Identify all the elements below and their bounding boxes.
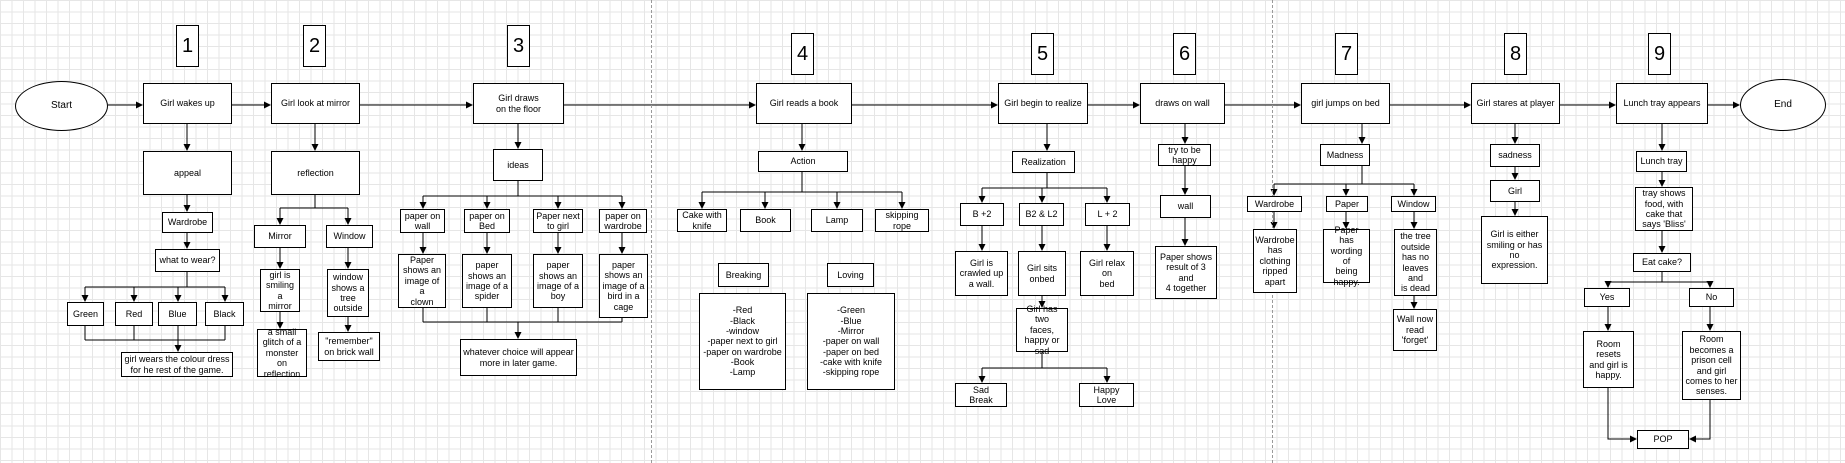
window-detail: window shows a tree outside (327, 269, 369, 317)
room-prison-cell: Room becomes a prison cell and girl come… (1682, 331, 1741, 400)
option-blue: Blue (158, 302, 197, 326)
sadness-box: sadness (1490, 144, 1540, 167)
boy-drawing: paper shows an image of a boy (533, 254, 583, 308)
girl-sits-onbed: Girl sits onbed (1018, 251, 1066, 296)
girl-expression: Girl is either smiling or has no express… (1481, 216, 1548, 284)
girl-crawled-wall: Girl is crawled up a wall. (955, 251, 1008, 296)
try-to-be-happy: try to be happy (1158, 144, 1211, 166)
step-6-draws-on-wall: draws on wall (1140, 83, 1225, 124)
mirror-box: Mirror (254, 225, 306, 248)
section-divider (651, 0, 652, 463)
paper-result: Paper shows result of 3 and 4 together (1155, 246, 1217, 299)
step-1-girl-wakes-up: Girl wakes up (143, 83, 232, 124)
cake-with-knife: Cake with knife (677, 209, 727, 232)
girl-two-faces: Girl has two faces, happy or sad (1016, 304, 1068, 356)
breaking-box: Breaking (718, 263, 769, 287)
realization-box: Realization (1012, 151, 1075, 173)
girl-box: Girl (1490, 180, 1540, 202)
dead-tree: the tree outside has no leaves and is de… (1394, 229, 1437, 296)
option-b-plus-2: B +2 (960, 203, 1004, 226)
sad-break: Sad Break (955, 383, 1007, 407)
step-9-lunch-tray-appears: Lunch tray appears (1616, 83, 1708, 124)
step-number-1: 1 (176, 25, 199, 67)
window-option: Window (1391, 196, 1436, 212)
action-box: Action (758, 151, 848, 172)
start-node: Start (15, 81, 108, 131)
step-number-7: 7 (1335, 33, 1358, 75)
yes-option: Yes (1584, 288, 1630, 307)
step-number-3: 3 (507, 25, 530, 67)
paper-option: Paper (1326, 196, 1368, 212)
skipping-rope: skipping rope (875, 209, 929, 232)
step-number-8: 8 (1504, 33, 1527, 75)
option-black: Black (205, 302, 244, 326)
tray-shows-bliss-cake: tray shows food, with cake that says 'Bl… (1635, 187, 1693, 231)
option-l-plus-2: L + 2 (1085, 203, 1130, 226)
appeal-box: appeal (143, 151, 232, 195)
girl-relax-bed: Girl relax on bed (1080, 251, 1134, 296)
step-number-2: 2 (303, 25, 326, 67)
wardrobe-ripped: Wardrobe has clothing ripped apart (1253, 229, 1297, 293)
step-2-girl-look-at-mirror: Girl look at mirror (271, 83, 360, 124)
wardrobe-option: Wardrobe (1247, 196, 1302, 212)
lunch-tray-box: Lunch tray (1636, 151, 1687, 172)
book-option: Book (740, 209, 791, 232)
wall-forget: Wall now read 'forget' (1393, 309, 1437, 351)
paper-on-bed: paper on Bed (464, 209, 510, 233)
step-number-9: 9 (1648, 33, 1671, 75)
option-green: Green (67, 302, 104, 326)
colour-dress-result: girl wears the colour dress for he rest … (121, 352, 233, 377)
end-node: End (1740, 79, 1826, 131)
step-number-6: 6 (1173, 33, 1196, 75)
lamp-option: Lamp (811, 209, 863, 232)
loving-box: Loving (827, 263, 874, 287)
wall-box: wall (1160, 195, 1211, 218)
step-8-girl-stares-at-player: Girl stares at player (1471, 83, 1560, 124)
option-b2-and-l2: B2 & L2 (1019, 203, 1064, 226)
paper-on-wardrobe: paper on wardrobe (599, 209, 647, 233)
clown-drawing: Paper shows an image of a clown (398, 254, 446, 308)
step-7-girl-jumps-on-bed: girl jumps on bed (1301, 83, 1390, 124)
mirror-glitch: a small glitch of a monster on reflectio… (257, 327, 307, 379)
pop-box: POP (1637, 430, 1689, 449)
breaking-list: -Red -Black -window -paper next to girl … (699, 293, 786, 390)
what-to-wear-box: what to wear? (155, 249, 220, 272)
wardrobe-box: Wardrobe (162, 212, 213, 233)
room-resets: Room resets and girl is happy. (1583, 331, 1634, 388)
step-4-girl-reads-book: Girl reads a book (756, 83, 852, 124)
step-5-girl-begin-to-realize: Girl begin to realize (998, 83, 1088, 124)
reflection-box: reflection (271, 151, 360, 195)
later-game-result: whatever choice will appear more in late… (460, 339, 577, 376)
window-box: Window (326, 225, 373, 248)
paper-next-to-girl: Paper next to girl (533, 209, 583, 233)
happy-love: Happy Love (1079, 383, 1134, 407)
no-option: No (1689, 288, 1734, 307)
remember-brick-wall: "remember" on brick wall (318, 332, 380, 361)
paper-wording: Paper has wording of being happy. (1323, 225, 1370, 287)
madness-box: Madness (1320, 144, 1370, 166)
option-red: Red (115, 302, 153, 326)
step-number-4: 4 (791, 33, 814, 75)
ideas-box: ideas (493, 149, 543, 181)
bird-drawing: paper shows an image of a bird in a cage (599, 254, 648, 318)
spider-drawing: paper shows an image of a spider (462, 254, 512, 308)
step-3-girl-draws-on-floor: Girl draws on the floor (473, 83, 564, 124)
step-number-5: 5 (1031, 33, 1054, 75)
eat-cake-question: Eat cake? (1633, 253, 1691, 272)
mirror-detail: girl is smiling a mirror (260, 269, 300, 312)
paper-on-wall: paper on wall (400, 209, 445, 233)
loving-list: -Green -Blue -Mirror -paper on wall -pap… (807, 293, 895, 390)
